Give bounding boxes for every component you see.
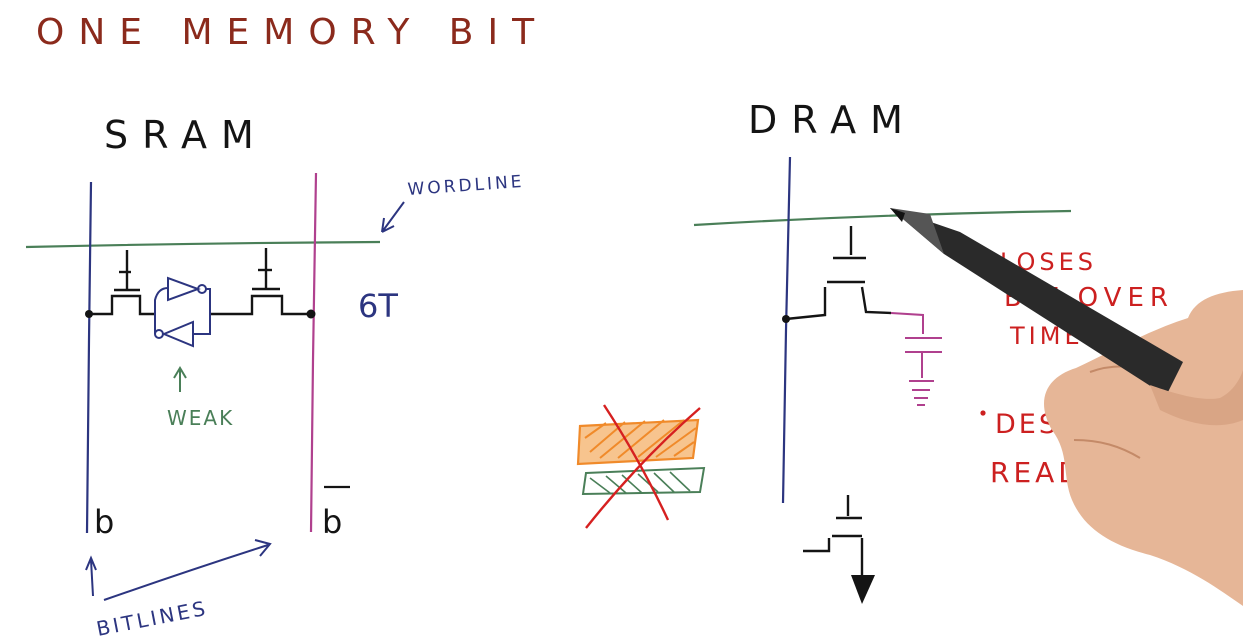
dram-heading: DRAM [748,98,917,142]
dram-bitline [781,156,792,504]
bitlines-arrow-right [103,539,272,601]
sram-cell-circuit [89,248,312,316]
cross-coupled-inverters [154,276,211,348]
sram-node-left [85,310,93,318]
marker [890,208,1183,396]
dram-access-transistor [785,226,892,321]
sram-heading: SRAM [104,113,268,157]
page-title: ONE MEMORY BIT [36,12,548,53]
hand [1044,290,1243,606]
note-bullet-2 [980,410,986,416]
crossed-out-layers-sketch [576,404,706,529]
weak-arrow [173,366,187,392]
wordline-arrow [381,201,405,233]
dram-wordline [693,209,1072,227]
bitline-bbar-label: b [322,503,342,541]
sram-bitline-right [309,172,318,533]
bitline-b-label: b [94,503,114,541]
dram-bitline-node [782,315,790,323]
hand-with-marker [890,208,1243,606]
weak-label: WEAK [167,406,234,430]
sram-wordline [25,240,381,249]
transistor-count-label: 6T [358,287,398,325]
bitlines-label: BITLINES [94,596,210,641]
dram-capacitor [890,312,942,406]
down-arrow [851,575,875,604]
wordline-label: WORDLINE [407,172,525,200]
sram-node-right [306,309,316,319]
sram-bitline-left [85,181,93,534]
bitlines-arrow-up [85,555,97,597]
